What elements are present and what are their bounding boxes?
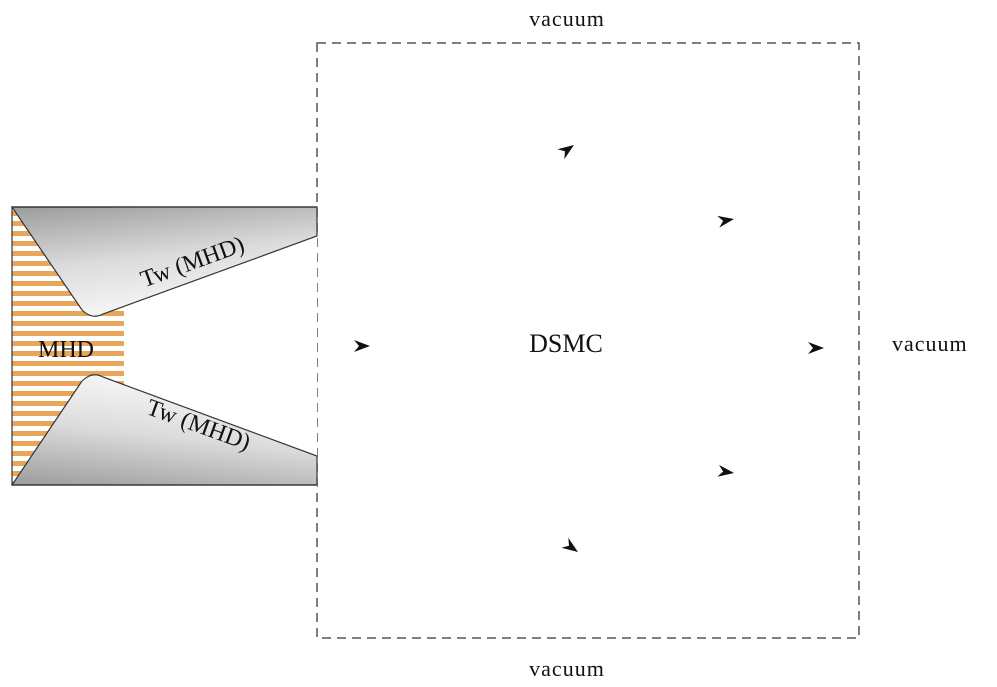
flow-arrow-upper-left (557, 145, 574, 160)
nozzle-outer-border (11, 206, 317, 486)
flow-arrow-inlet (354, 340, 370, 352)
lower-wall (10, 374, 318, 486)
mhd-label: MHD (38, 337, 94, 363)
vacuum-top-label: vacuum (529, 6, 605, 31)
flow-arrow-upper-right (717, 215, 734, 228)
vacuum-right-label: vacuum (892, 331, 968, 356)
dsmc-label: DSMC (529, 329, 603, 358)
flow-arrow-lower-right (717, 464, 734, 477)
flow-arrow-right (808, 342, 824, 354)
vacuum-bottom-label: vacuum (529, 656, 605, 681)
flow-arrows (354, 145, 824, 552)
flow-arrow-lower-left (561, 537, 578, 552)
upper-wall (10, 206, 318, 317)
dsmc-domain-boundary (316, 42, 860, 639)
